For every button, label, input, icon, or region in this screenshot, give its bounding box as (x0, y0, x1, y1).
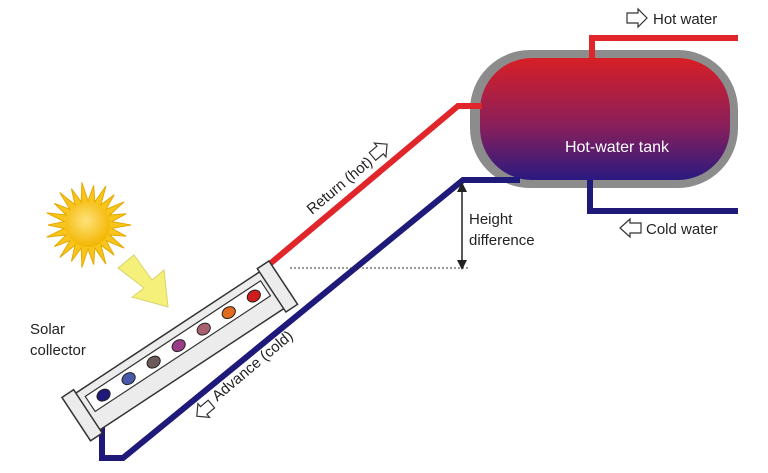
sunlight-arrow-icon (117, 254, 169, 308)
collector-tube (121, 372, 136, 386)
hot-water-outlet-pipe (589, 35, 738, 58)
sun-icon (46, 182, 132, 268)
height-difference-arrow-icon (457, 182, 467, 270)
return-flow-arrow-icon (368, 142, 388, 162)
cold-water-arrow-icon (619, 217, 642, 239)
collector-tube (171, 339, 186, 353)
height-label-line1: Height (469, 211, 513, 228)
cold-water-label: Cold water (646, 221, 718, 238)
return-hot-label-group: Return (hot) (304, 142, 388, 218)
collector-end-right (256, 259, 299, 314)
solar-collector-label-line1: Solar (30, 321, 65, 338)
advance-cold-pipe (99, 177, 520, 461)
sun-disc (66, 203, 110, 247)
tank-body (480, 58, 730, 180)
return-hot-pipe (263, 103, 482, 271)
collector-tube (246, 289, 261, 303)
cold-water-inlet-pipe (587, 180, 738, 214)
collector-tube (196, 322, 211, 336)
tank-label: Hot-water tank (565, 139, 670, 156)
hot-water-tank: Hot-water tank (470, 50, 738, 188)
advance-flow-arrow-icon (196, 399, 216, 419)
hot-water-label: Hot water (653, 11, 717, 28)
collector-end-left (60, 388, 104, 442)
collector-tube (96, 388, 111, 402)
solar-collector-label-line2: collector (30, 342, 86, 359)
solar-collector (60, 259, 299, 442)
collector-tube (221, 306, 236, 320)
collector-tube (146, 355, 161, 369)
height-label-line2: difference (469, 232, 535, 249)
hot-water-arrow-icon (626, 7, 648, 29)
